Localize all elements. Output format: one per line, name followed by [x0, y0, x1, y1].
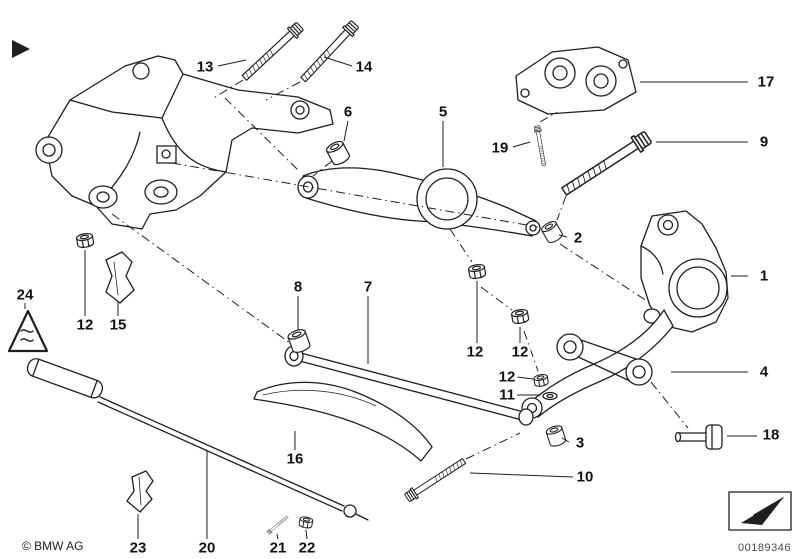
part-callout-3[interactable]: 3 — [573, 434, 587, 452]
part-callout-9[interactable]: 9 — [757, 133, 771, 151]
part-callout-14[interactable]: 14 — [353, 58, 375, 76]
part-callout-8[interactable]: 8 — [291, 278, 305, 296]
part-callout-12[interactable]: 12 — [464, 343, 486, 361]
part-callout-20[interactable]: 20 — [196, 539, 218, 557]
copyright-text: © BMW AG — [22, 539, 84, 553]
view-direction-icon — [728, 491, 792, 531]
wheel-carrier-drawing — [640, 210, 729, 333]
part-callout-11[interactable]: 11 — [497, 386, 517, 404]
part-callout-23[interactable]: 23 — [127, 539, 149, 557]
part-callout-1[interactable]: 1 — [757, 267, 771, 285]
strut-rod-drawing — [284, 345, 534, 426]
mount-bracket-drawing — [515, 46, 637, 115]
part-callout-18[interactable]: 18 — [760, 426, 782, 444]
warning-triangle-icon — [7, 309, 49, 353]
part-callout-12[interactable]: 12 — [496, 368, 518, 386]
bolt-18-drawing — [674, 424, 723, 450]
part-callout-7[interactable]: 7 — [361, 278, 375, 296]
corner-marker-icon — [12, 40, 30, 58]
leader-lines — [24, 56, 757, 540]
brake-pipe-drawing — [26, 358, 369, 521]
pipe-clip-drawing — [126, 470, 154, 513]
document-number: 00189346 — [738, 542, 791, 554]
washer-11-drawing — [542, 391, 558, 401]
part-callout-12[interactable]: 12 — [74, 316, 96, 334]
part-callout-5[interactable]: 5 — [436, 103, 450, 121]
part-callout-24[interactable]: 24 — [14, 286, 36, 304]
protective-cover-drawing — [253, 381, 433, 462]
part-callout-19[interactable]: 19 — [489, 139, 511, 157]
part-callout-13[interactable]: 13 — [194, 58, 216, 76]
part-callout-2[interactable]: 2 — [571, 229, 585, 247]
part-callout-17[interactable]: 17 — [755, 73, 777, 91]
part-callout-12[interactable]: 12 — [509, 343, 531, 361]
part-callout-4[interactable]: 4 — [757, 363, 771, 381]
part-callout-15[interactable]: 15 — [107, 316, 129, 334]
integral-link-drawing — [556, 333, 653, 386]
part-callout-21[interactable]: 21 — [267, 539, 289, 557]
part-callout-22[interactable]: 22 — [296, 539, 318, 557]
part-callout-16[interactable]: 16 — [284, 450, 306, 468]
assembly-lines — [111, 79, 689, 460]
part-callout-10[interactable]: 10 — [574, 468, 596, 486]
upper-control-arm-drawing — [297, 167, 541, 237]
part-callout-6[interactable]: 6 — [341, 103, 355, 121]
holder-drawing — [105, 251, 135, 304]
rear-axle-carrier-drawing — [35, 55, 334, 230]
